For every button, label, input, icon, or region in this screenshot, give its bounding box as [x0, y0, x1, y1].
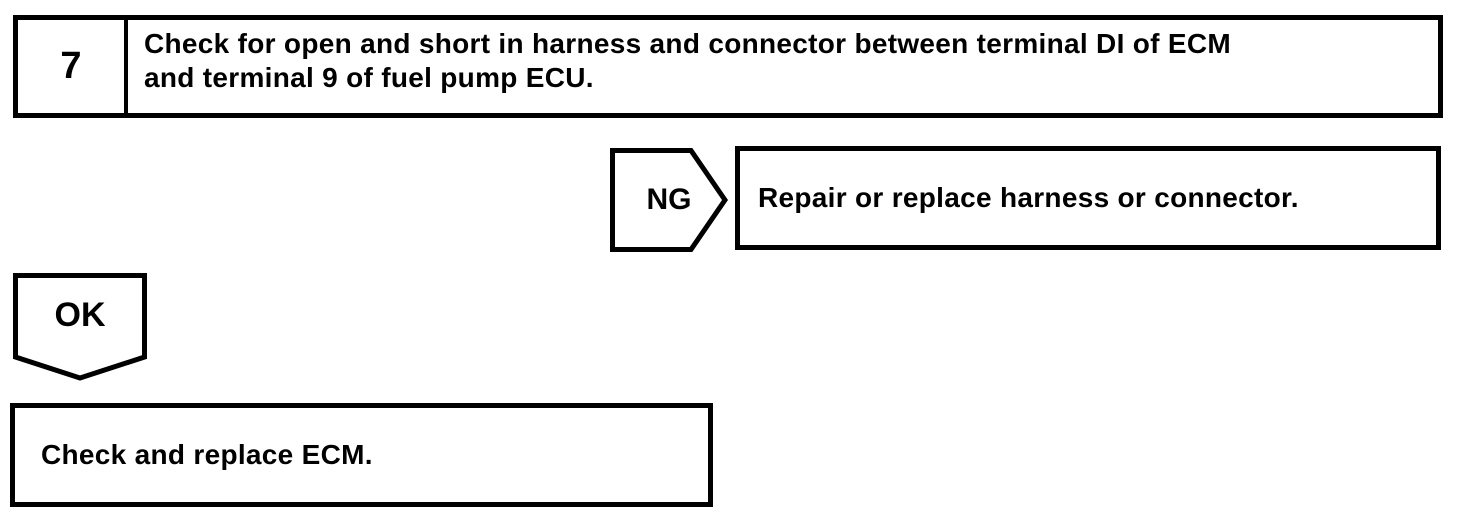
ng-action-box: Repair or replace harness or connector.	[735, 146, 1441, 250]
step-instruction-line-2: and terminal 9 of fuel pump ECU.	[144, 62, 594, 93]
ok-connector-label: OK	[54, 295, 106, 334]
ok-arrow-icon	[13, 273, 147, 381]
step-box: 7 Check for open and short in harness an…	[13, 15, 1443, 118]
ng-connector-label: NG	[646, 183, 692, 216]
ok-result-box: Check and replace ECM.	[10, 403, 713, 507]
step-instruction-line-1: Check for open and short in harness and …	[144, 28, 1231, 59]
ok-result-text: Check and replace ECM.	[41, 439, 373, 470]
step-instruction: Check for open and short in harness and …	[128, 20, 1438, 113]
ng-action-text: Repair or replace harness or connector.	[758, 182, 1299, 213]
step-number: 7	[18, 20, 128, 113]
ng-arrow-icon	[610, 148, 728, 252]
ng-connector: NG	[610, 148, 728, 252]
ok-connector: OK	[13, 273, 147, 381]
